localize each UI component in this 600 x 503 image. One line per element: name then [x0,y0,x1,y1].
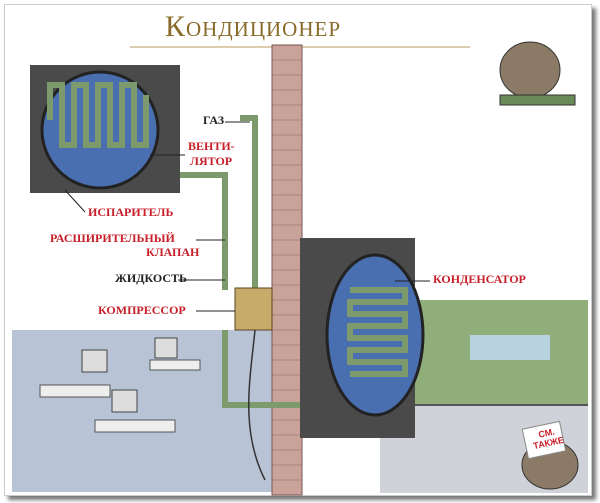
power-cord [248,329,266,481]
label-evaporator: ИСПАРИТЕЛЬ [88,205,174,219]
label-fan-line2: ЛЯТОР [190,154,233,168]
leader-lines [64,121,430,312]
office-floor [12,330,272,492]
label-compressor: КОМПРЕССОР [98,303,186,317]
label-fan-line1: ВЕНТИ- [188,139,235,153]
label-gas: ГАЗ [203,113,225,127]
label-valve-line2: КЛАПАН [146,245,200,259]
compressor-box [234,287,273,331]
label-valve-line1: РАСШИРИТЕЛЬНЫЙ [50,231,175,245]
park-lake [470,335,550,360]
computers [81,337,178,413]
elephant-top-right [499,41,561,99]
page-title: Кондиционер [165,10,341,43]
skateboard [499,94,576,106]
refrigerant-pipes [180,115,300,408]
brick-lines [272,59,302,481]
label-liquid: ЖИДКОСТЬ [115,271,187,285]
see-also-sign [521,420,567,460]
label-condenser: КОНДЕНСАТОР [433,272,526,286]
evaporator-coil [47,82,149,148]
office-desks [39,359,201,433]
condenser-coil [347,287,408,377]
